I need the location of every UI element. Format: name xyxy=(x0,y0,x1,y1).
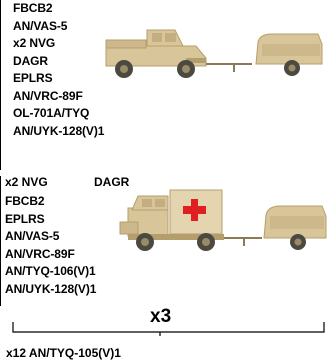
equipment-item: FBCB2 xyxy=(13,1,53,15)
multiplier-label: x3 xyxy=(150,306,172,327)
equipment-item: EPLRS xyxy=(13,71,53,85)
ambulance-humvee-icon xyxy=(119,189,224,251)
equipment-item: AN/VAS-5 xyxy=(13,18,68,33)
equipment-item: DAGR xyxy=(13,53,48,68)
grouping-brace xyxy=(12,322,325,336)
bottom-equipment-list: FBCB2 EPLRS AN/VAS-5 AN/VRC-89F AN/TYQ-1… xyxy=(5,193,96,298)
equipment-item: AN/TYQ-106(V)1 xyxy=(5,264,96,278)
top-equipment-list: FBCB2 AN/VAS-5 x2 NVG DAGR EPLRS AN/VRC-… xyxy=(13,0,104,140)
left-frame-line-top xyxy=(0,0,1,170)
trailer-icon xyxy=(224,205,327,250)
humvee-icon xyxy=(105,29,207,78)
equipment-item: AN/VAS-5 xyxy=(5,229,60,243)
equipment-item: AN/VRC-89F xyxy=(5,246,75,261)
red-cross-icon xyxy=(183,199,206,221)
footer-label: x12 AN/TYQ-105(V)1 xyxy=(6,346,121,360)
left-frame-line-bottom xyxy=(0,176,1,306)
equipment-item: x2 NVG xyxy=(13,36,56,50)
equipment-item: AN/VRC-89F xyxy=(13,88,83,103)
equipment-item: FBCB2 xyxy=(5,194,45,208)
dagr-label: DAGR xyxy=(94,175,130,189)
nvg-label: x2 NVG xyxy=(5,175,48,189)
equipment-item: AN/UYK-128(V)1 xyxy=(5,281,97,296)
equipment-item: OL-701A/TYQ xyxy=(13,106,90,120)
equipment-item: EPLRS xyxy=(5,211,45,226)
trailer-icon xyxy=(206,33,323,76)
equipment-item: AN/UYK-128(V)1 xyxy=(13,123,105,138)
